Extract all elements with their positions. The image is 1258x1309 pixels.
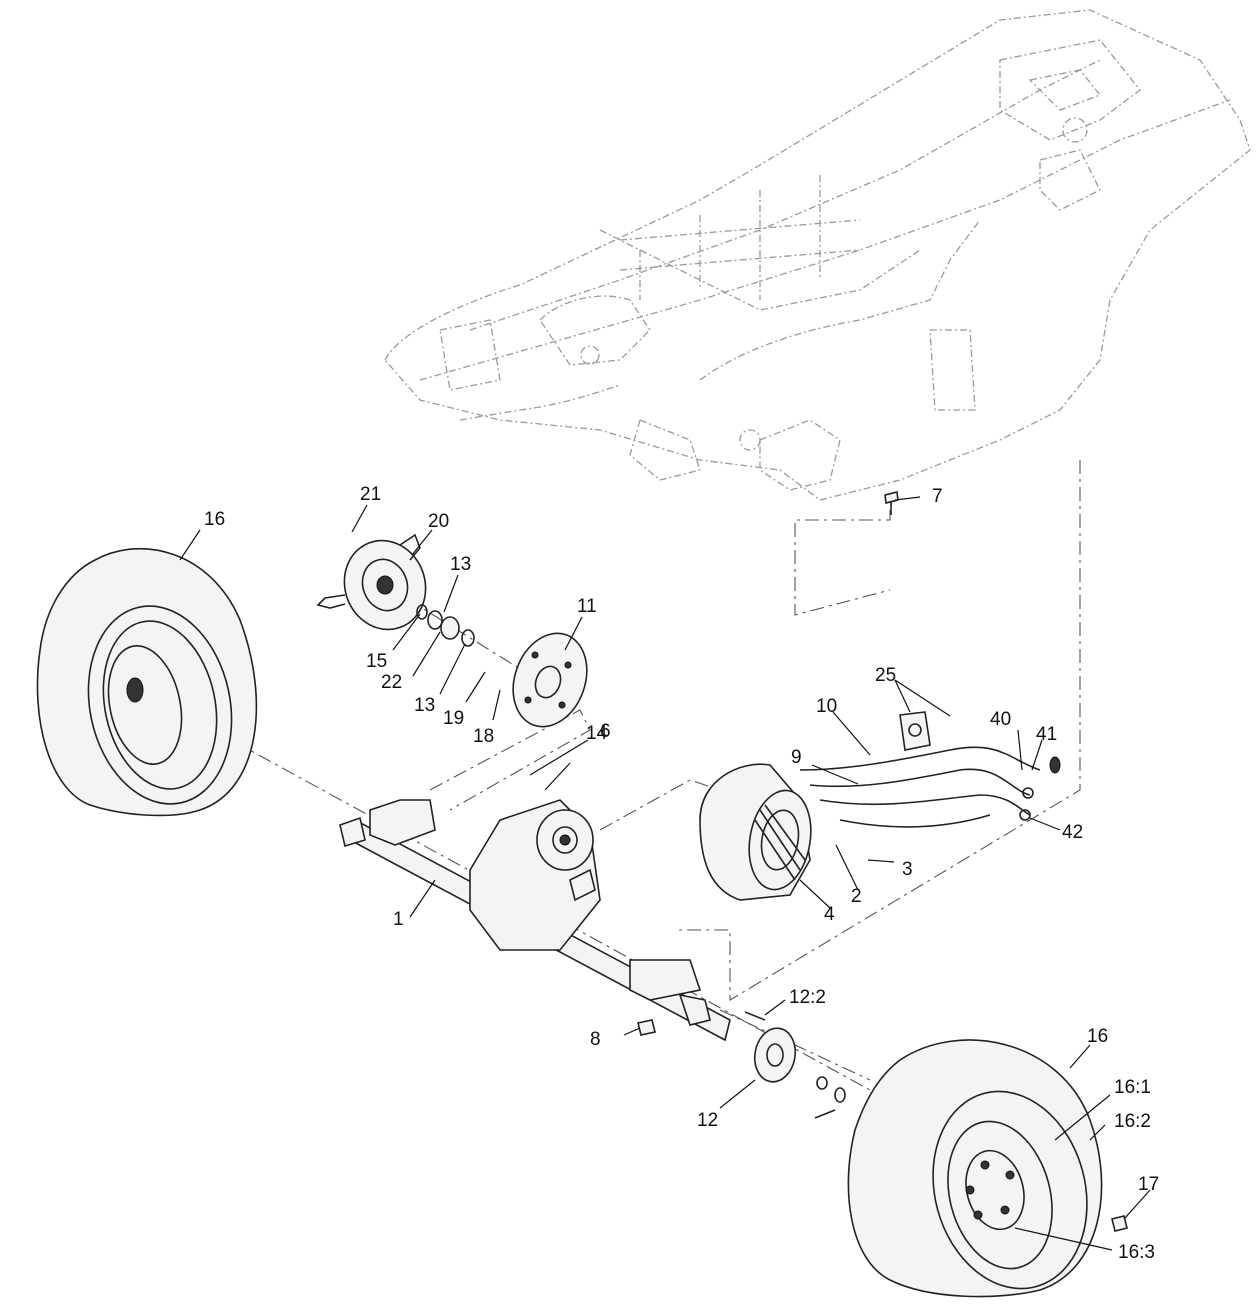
wheel-hub	[744, 1011, 846, 1119]
callout-8: 8	[590, 1029, 601, 1050]
callout-7: 7	[932, 486, 943, 507]
callout-2: 2	[851, 886, 862, 907]
callout-16-left: 16	[204, 509, 225, 530]
callout-19: 19	[443, 708, 464, 729]
callout-40: 40	[990, 709, 1011, 730]
callout-41: 41	[1036, 724, 1057, 745]
callout-18: 18	[473, 726, 494, 747]
drive-motor	[699, 763, 812, 901]
callout-16-1: 16:1	[1114, 1077, 1151, 1098]
brake-plate	[512, 632, 588, 728]
callout-16-2: 16:2	[1114, 1111, 1151, 1132]
nut-17	[1111, 1215, 1128, 1232]
callout-20: 20	[428, 511, 449, 532]
callout-11: 11	[577, 596, 597, 617]
brake-backing-plate	[316, 533, 427, 631]
callout-21: 21	[360, 484, 381, 505]
callout-13-lower: 13	[414, 695, 435, 716]
callout-4: 4	[824, 904, 835, 925]
callout-16-3: 16:3	[1118, 1242, 1155, 1263]
left-tire	[36, 548, 258, 817]
motor-cables	[799, 746, 1061, 828]
callout-15: 15	[366, 651, 387, 672]
callout-9: 9	[791, 747, 802, 768]
transaxle-assembly	[339, 799, 731, 1042]
callout-12: 12	[697, 1110, 718, 1131]
callouts: 1 2 3 4 6 7 8 9 10 11 12 12:2 13 13 14 1…	[204, 484, 1159, 1263]
callout-10: 10	[816, 696, 837, 717]
callout-1: 1	[393, 909, 404, 930]
callout-17: 17	[1138, 1174, 1159, 1195]
callout-16-right: 16	[1087, 1026, 1108, 1047]
callout-14: 14	[586, 723, 608, 744]
bolt-7	[884, 491, 899, 515]
chassis-frame	[384, 9, 1251, 501]
callout-6: 6	[600, 721, 611, 742]
callout-42: 42	[1062, 822, 1083, 843]
callout-25: 25	[875, 665, 896, 686]
nut-8	[637, 1019, 656, 1036]
bearing-stack	[416, 604, 475, 647]
assembly-lines	[139, 460, 1081, 1091]
callout-22: 22	[381, 672, 402, 693]
callout-3: 3	[902, 859, 913, 880]
right-tire	[847, 1039, 1103, 1298]
callout-12-2: 12:2	[789, 987, 826, 1008]
callout-13-upper: 13	[450, 554, 471, 575]
leader-lines	[179, 496, 1151, 1251]
controller-bracket	[899, 711, 931, 751]
